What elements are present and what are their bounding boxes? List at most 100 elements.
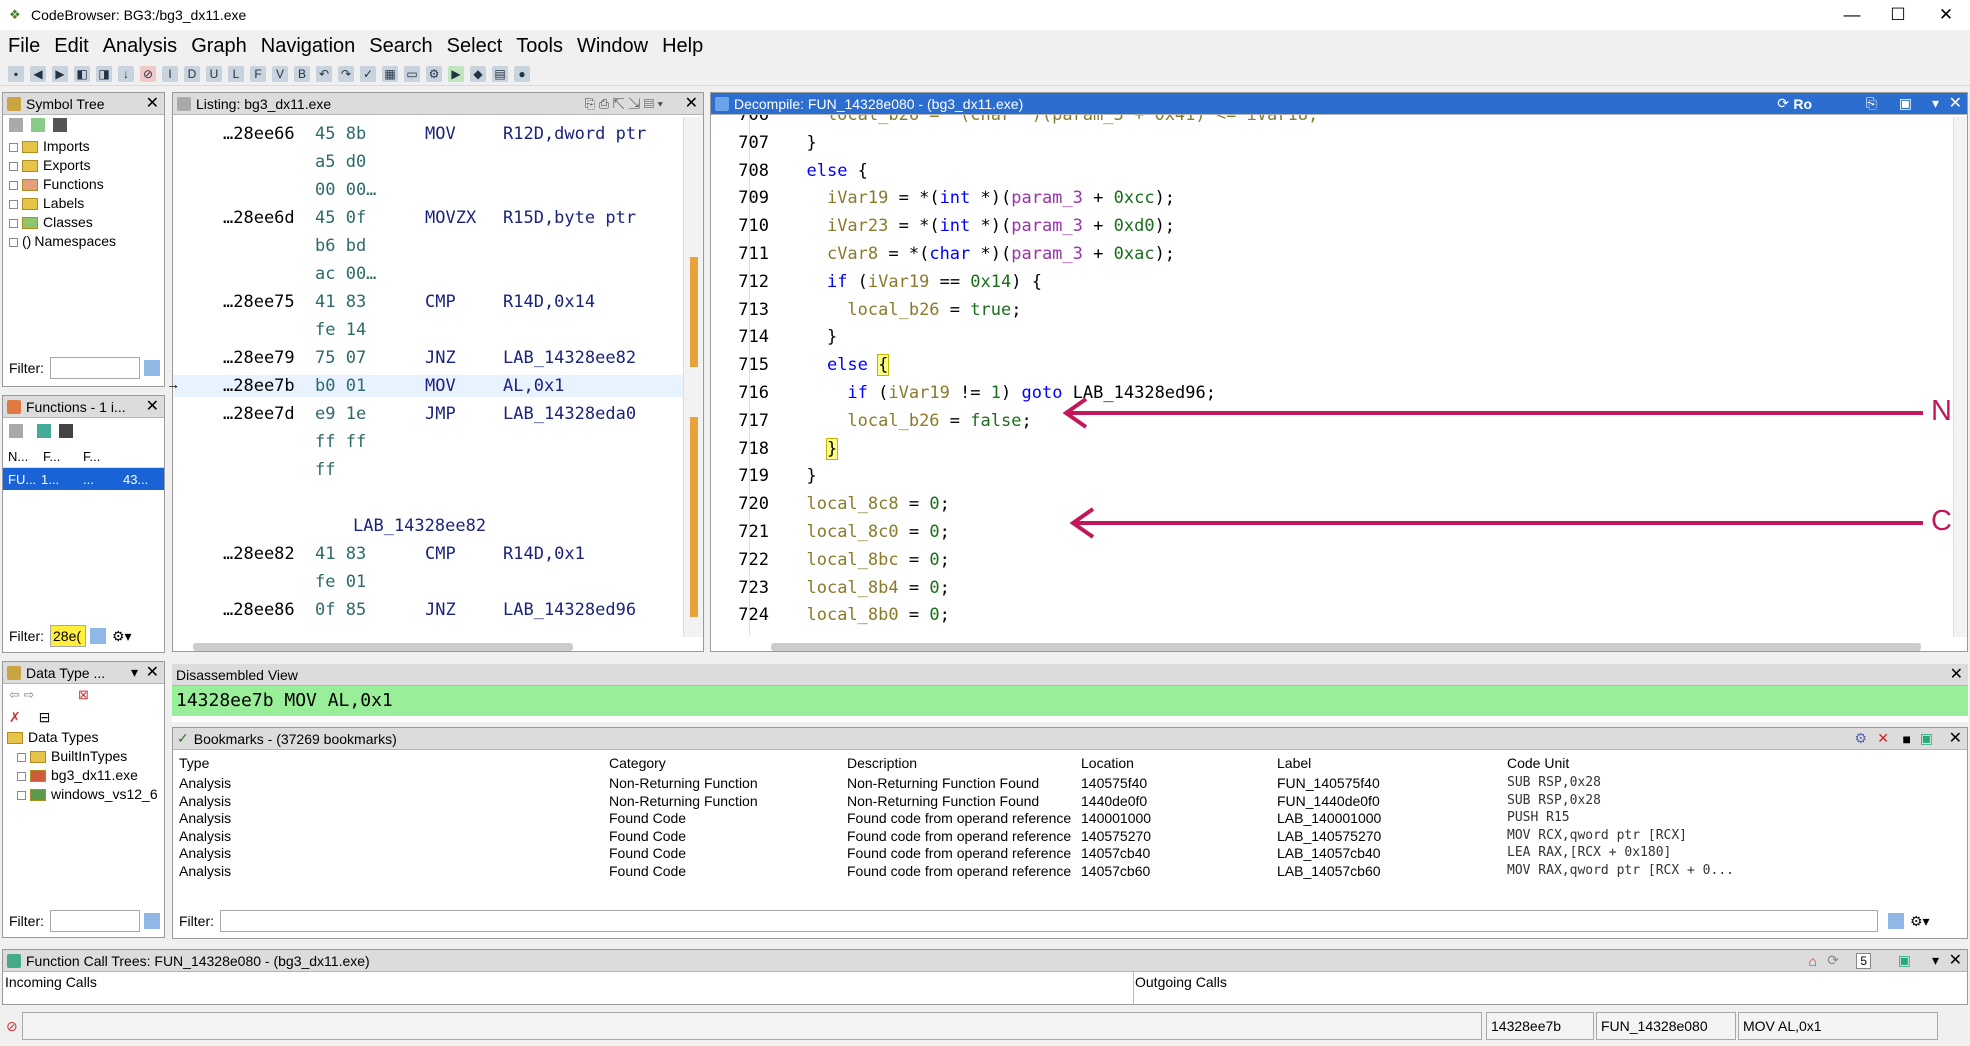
select-icon[interactable] — [36, 424, 51, 438]
table-icon[interactable]: ▤ — [492, 65, 508, 82]
menu-dropdown-icon[interactable]: ▾ — [130, 664, 138, 680]
code-line[interactable]: local_8bc = 0; — [806, 549, 950, 570]
listing-row[interactable]: 00 00… — [173, 179, 683, 201]
code-line[interactable]: local_8c0 = 0; — [806, 522, 950, 542]
filter-options-icon[interactable] — [144, 360, 160, 376]
bytes-icon[interactable]: B — [294, 65, 310, 82]
menu-search[interactable]: Search — [369, 34, 433, 57]
down-arrow-icon[interactable]: ↓ — [118, 65, 134, 82]
tree-item-functions[interactable]: Functions — [3, 175, 164, 194]
code-line[interactable]: local_8b0 = 0; — [806, 605, 950, 626]
code-line[interactable]: } — [786, 327, 838, 348]
menu-graph[interactable]: Graph — [191, 34, 247, 57]
save-icon[interactable]: ▪ — [8, 65, 24, 82]
column-f1[interactable]: F... — [43, 449, 61, 464]
snapshot-icon[interactable]: ▣ — [1898, 95, 1912, 111]
listing-row[interactable]: ac 00… — [173, 263, 683, 285]
select-icon[interactable]: ▣ — [1897, 952, 1911, 968]
menu-edit[interactable]: Edit — [54, 34, 89, 57]
filter-settings-icon[interactable]: ⚙▾ — [1910, 912, 1930, 929]
listing-hscroll[interactable] — [193, 643, 573, 651]
listing-row[interactable]: ff — [173, 459, 683, 481]
check-icon[interactable]: ✓ — [360, 65, 376, 82]
refresh-icon[interactable]: ⟳ — [1777, 95, 1789, 111]
listing-toolbar-icons[interactable]: ⎘ ⎙ ⇱ ⇲ ▤ ▾ — [584, 95, 663, 111]
undefined-icon[interactable]: U — [206, 65, 222, 82]
code-line[interactable]: else { — [806, 160, 868, 181]
tree-item-program[interactable]: bg3_dx11.exe — [3, 766, 164, 785]
close-icon[interactable]: ✕ — [145, 95, 159, 112]
close-icon[interactable]: ✕ — [145, 398, 159, 415]
menu-help[interactable]: Help — [662, 34, 704, 57]
decompile-hscroll[interactable] — [771, 643, 1921, 651]
stop-icon[interactable] — [58, 424, 73, 438]
menu-dropdown-icon[interactable]: ▾ — [1931, 952, 1939, 968]
tree-item-namespaces[interactable]: ()Namespaces — [3, 232, 164, 251]
code-line[interactable]: } — [786, 466, 817, 487]
column-f2[interactable]: F... — [83, 449, 101, 464]
create-class-icon[interactable] — [30, 118, 45, 132]
close-icon[interactable]: ✕ — [684, 95, 698, 112]
tree-item-windows[interactable]: windows_vs12_6 — [3, 785, 164, 804]
redo-icon[interactable]: ↷ — [338, 65, 354, 82]
function-icon[interactable]: F — [250, 65, 266, 82]
maximize-icon[interactable]: ☐ — [1890, 5, 1906, 24]
close-icon[interactable]: ✕ — [1949, 666, 1963, 683]
run-icon[interactable]: ▶ — [448, 65, 464, 82]
code-line[interactable]: local_b26 = false; — [847, 410, 1032, 431]
listing-row[interactable]: LAB_14328ee82 — [173, 515, 683, 537]
delete-icon[interactable]: ✕ — [1877, 730, 1889, 746]
console-icon[interactable]: ▭ — [404, 65, 420, 82]
close-icon[interactable]: ✕ — [1938, 5, 1954, 24]
graph-icon[interactable]: ⚙ — [426, 65, 442, 82]
create-namespace-icon[interactable] — [9, 118, 23, 132]
filter-icon[interactable]: ⚙ — [1854, 730, 1867, 746]
stop-icon[interactable]: ■ — [1902, 730, 1911, 747]
home-icon[interactable]: ⌂ — [1808, 952, 1817, 969]
ro-toggle[interactable]: Ro — [1793, 95, 1812, 112]
depth-value[interactable]: 5 — [1856, 952, 1871, 969]
close-icon[interactable]: ✕ — [1948, 952, 1962, 969]
bookmark-prev-icon[interactable]: ◧ — [74, 65, 90, 82]
code-line[interactable]: } — [825, 437, 839, 460]
plugin-icon[interactable]: ● — [514, 65, 530, 82]
filter-options-icon[interactable] — [1888, 913, 1904, 929]
menu-tools[interactable]: Tools — [516, 34, 563, 57]
column-header[interactable]: Label — [1277, 755, 1312, 771]
listing-scrollbar[interactable] — [683, 117, 703, 637]
close-icon[interactable]: ✕ — [1948, 95, 1962, 112]
code-line[interactable]: local_8b4 = 0; — [806, 577, 950, 598]
code-line[interactable]: else { — [826, 354, 890, 377]
menu-select[interactable]: Select — [446, 34, 503, 57]
filter-settings-icon[interactable]: ⚙▾ — [112, 627, 132, 644]
listing-row[interactable]: a5 d0 — [173, 151, 683, 173]
tree-item-imports[interactable]: Imports — [3, 137, 164, 156]
menu-dropdown-icon[interactable]: ▾ — [1931, 95, 1939, 111]
bookmarks-filter-input[interactable] — [220, 910, 1878, 932]
code-line[interactable]: cVar8 = *(char *)(param_3 + 0xac); — [826, 244, 1176, 264]
code-line[interactable]: local_8c8 = 0; — [806, 494, 950, 515]
code-line[interactable]: local_b26 = true; — [847, 299, 1022, 320]
tree-item-labels[interactable]: Labels — [3, 194, 164, 213]
undo-icon[interactable]: ↶ — [316, 65, 332, 82]
select-icon[interactable]: ▣ — [1919, 730, 1933, 746]
tree-item-classes[interactable]: Classes — [3, 213, 164, 232]
close-icon[interactable]: ✕ — [145, 664, 159, 681]
instruction-icon[interactable]: I — [162, 65, 178, 82]
collapse-icon[interactable]: ⊟ — [38, 709, 51, 725]
snapshot-icon[interactable] — [52, 118, 67, 132]
column-header[interactable]: Description — [847, 755, 918, 771]
clear-icon[interactable]: ✗ — [9, 709, 21, 725]
label-icon[interactable]: L — [228, 65, 244, 82]
